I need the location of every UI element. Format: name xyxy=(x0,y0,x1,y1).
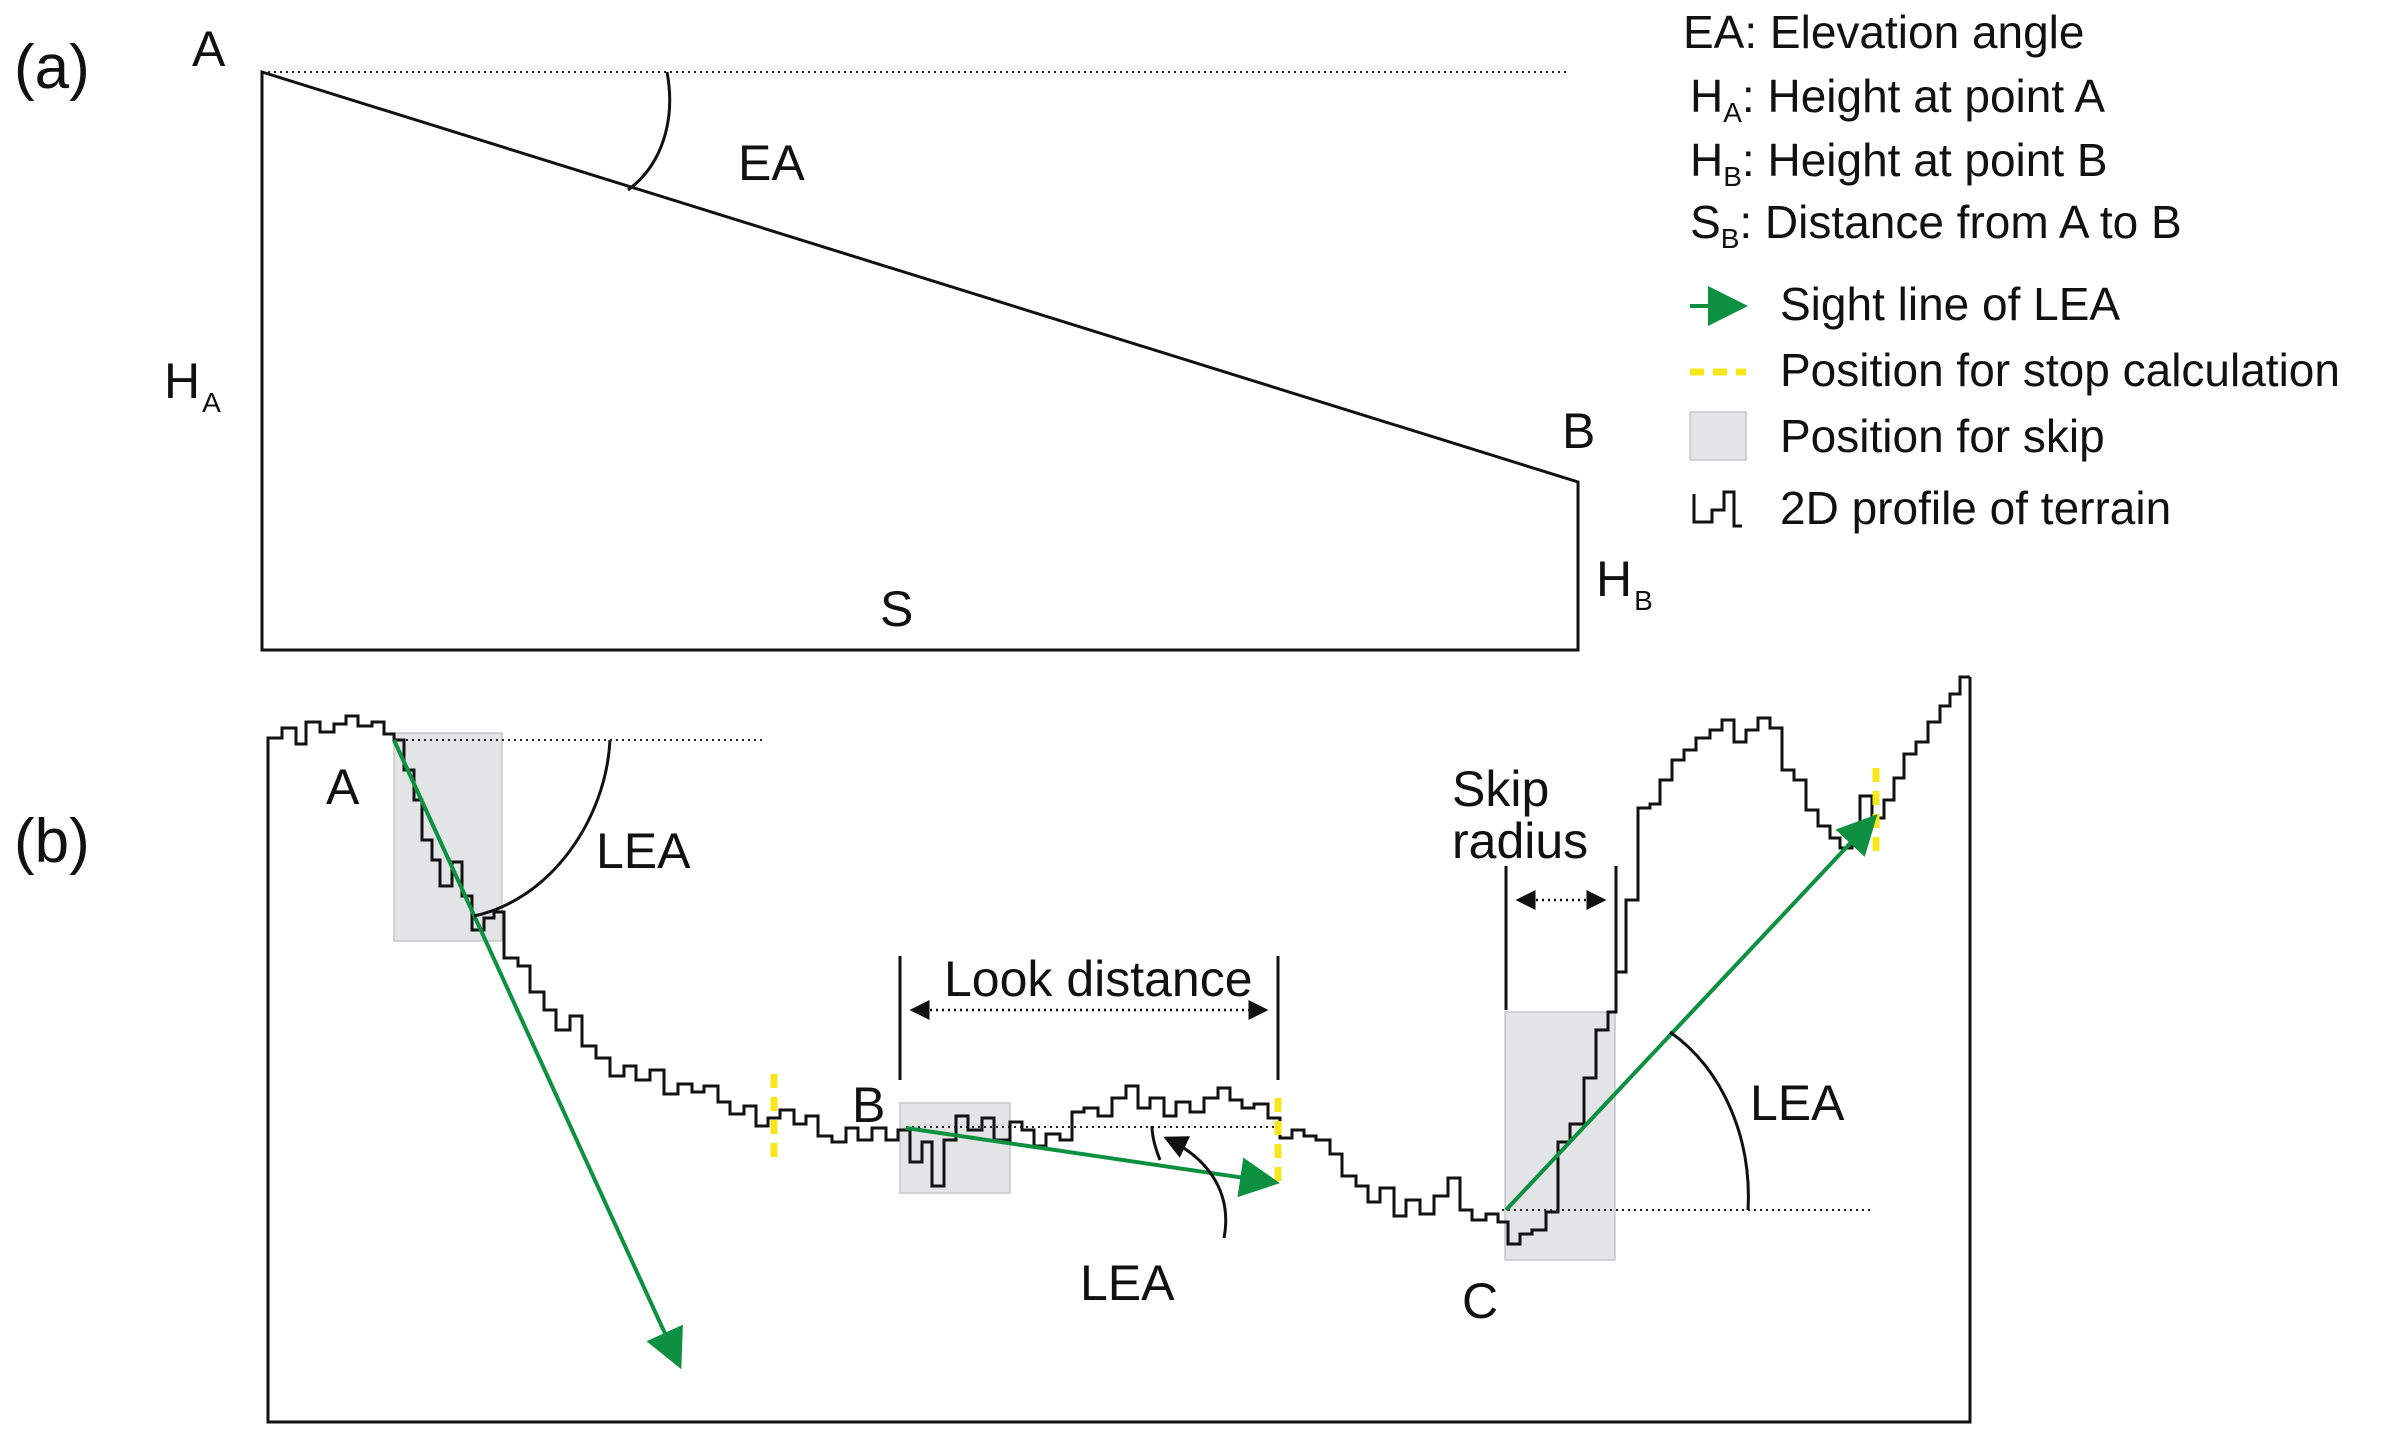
height-a-label: HA xyxy=(164,353,221,418)
profile-frame xyxy=(266,677,1972,1424)
legend-ea: EA: Elevation angle xyxy=(1683,6,2085,58)
skip-box-c xyxy=(1504,1011,1616,1261)
panel-a: (a) A B EA HA HB S xyxy=(14,21,1653,652)
legend-skip: Position for skip xyxy=(1780,410,2105,462)
height-b-label: HB xyxy=(1596,551,1653,616)
point-a-label: A xyxy=(192,21,226,77)
legend-sight-line: Sight line of LEA xyxy=(1780,278,2120,330)
look-distance-label: Look distance xyxy=(944,951,1253,1007)
lea-pointer-b xyxy=(1163,1136,1228,1239)
terrain-profile xyxy=(266,675,1970,1246)
lea-label-a: LEA xyxy=(596,823,691,879)
lea-arc-c xyxy=(1669,1030,1750,1211)
sight-line-c xyxy=(1504,814,1878,1212)
panel-b-tag: (b) xyxy=(14,807,90,876)
point-b-label-b: B xyxy=(852,1077,885,1133)
angle-ea-label: EA xyxy=(738,135,805,191)
sight-line-a xyxy=(392,739,683,1370)
skip-radius-label-line1: Skip xyxy=(1452,761,1549,817)
lea-label-c: LEA xyxy=(1750,1075,1845,1131)
distance-s-label: S xyxy=(880,581,913,637)
legend-hb: HB: Height at point B xyxy=(1690,134,2108,192)
elevation-triangle xyxy=(260,69,1580,652)
panel-a-tag: (a) xyxy=(14,33,90,102)
gray-box-icon xyxy=(1689,411,1747,461)
lea-label-b: LEA xyxy=(1080,1255,1175,1311)
lea-arc-b xyxy=(1150,1125,1162,1161)
point-a-label-b: A xyxy=(326,759,360,815)
point-c-label: C xyxy=(1462,1273,1498,1329)
legend: EA: Elevation angle HA: Height at point … xyxy=(1683,6,2340,534)
elevation-angle-arc xyxy=(627,71,672,192)
legend-terrain: 2D profile of terrain xyxy=(1780,482,2171,534)
legend-stop-calc: Position for stop calculation xyxy=(1780,344,2340,396)
skip-radius-label-line2: radius xyxy=(1452,813,1588,869)
legend-ha: HA: Height at point A xyxy=(1690,70,2105,128)
point-b-label: B xyxy=(1562,403,1595,459)
terrain-step-icon xyxy=(1692,490,1742,528)
legend-sb: SB: Distance from A to B xyxy=(1690,196,2182,254)
lea-arc-a xyxy=(473,739,612,918)
panel-b: (b) Look distance xyxy=(14,675,1972,1424)
skip-box-a xyxy=(393,732,503,942)
